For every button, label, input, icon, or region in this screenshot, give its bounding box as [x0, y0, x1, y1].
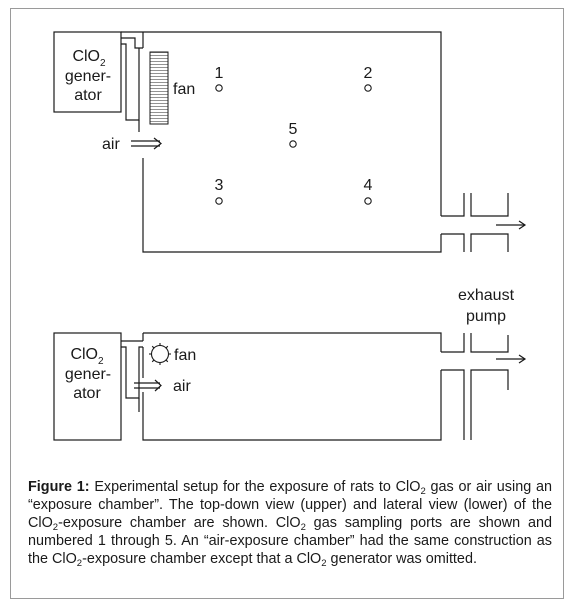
top-generator-label: ClO2 — [72, 48, 106, 69]
side-connector-tube — [121, 340, 143, 399]
port-4-circle-icon — [364, 197, 372, 205]
sampling-port-1: 1 — [215, 65, 224, 92]
top-generator-box — [53, 31, 122, 113]
top-air-arrow-icon — [131, 137, 162, 150]
caption-subscript: 2 — [420, 486, 426, 497]
top-generator-label-3: ator — [74, 87, 102, 104]
port-5-label: 5 — [289, 121, 298, 138]
side-air-arrow-icon — [134, 379, 162, 392]
port-1-label: 1 — [215, 65, 224, 82]
caption-fragment: Experimental setup for the exposure of r… — [89, 479, 421, 495]
caption-label: Figure 1: — [28, 479, 90, 495]
sampling-port-4: 4 — [364, 177, 373, 205]
caption-fragment: gas sampling ports are shown and numbere… — [28, 515, 553, 567]
top-exhaust-arrow-icon — [496, 220, 527, 230]
side-generator-label-2: gener- — [65, 366, 111, 383]
top-fan-label: fan — [173, 81, 195, 98]
top-air-label: air — [102, 136, 120, 153]
side-chamber-outline — [138, 332, 442, 441]
port-3-circle-icon — [215, 197, 223, 205]
caption-fragment: generator was omitted. — [326, 551, 477, 567]
side-generator-label-3: ator — [73, 385, 101, 402]
top-fan-icon — [149, 51, 169, 125]
port-1-circle-icon — [215, 84, 223, 92]
top-view: ClO2 gener- ator fan air 1 2 3 — [53, 31, 527, 253]
caption-fragment: -exposure chamber are shown. ClO — [58, 515, 301, 531]
caption-subscript: 2 — [52, 522, 59, 533]
caption-subscript: 2 — [321, 558, 327, 569]
sampling-port-3: 3 — [215, 177, 224, 205]
top-chamber-outline — [138, 31, 442, 253]
top-connector-tube — [121, 37, 143, 121]
caption-fragment: gas or air using an “exposure chamber”. … — [28, 479, 552, 531]
caption-subscript: 2 — [300, 522, 306, 533]
figure-caption: Figure 1: Experimental setup for the exp… — [28, 478, 552, 568]
side-air-label: air — [173, 378, 191, 395]
sampling-port-5: 5 — [289, 121, 298, 148]
exhaust-pump-label-2: pump — [466, 308, 506, 325]
port-2-label: 2 — [364, 65, 373, 82]
port-5-circle-icon — [289, 140, 297, 148]
top-generator-label-2: gener- — [65, 68, 111, 85]
caption-text: Experimental setup for the exposure of r… — [28, 479, 553, 569]
port-2-circle-icon — [364, 84, 372, 92]
sampling-port-2: 2 — [364, 65, 373, 92]
figure-frame — [10, 8, 564, 599]
setup-diagram: ClO2 gener- ator fan air 1 2 3 — [53, 31, 527, 441]
caption-subscript: 2 — [76, 558, 83, 569]
side-view: ClO2 gener- ator fan air — [53, 287, 527, 441]
side-exhaust-arrow-icon — [496, 354, 527, 364]
exhaust-pump-label: exhaust — [458, 287, 515, 304]
side-fan-icon — [149, 343, 171, 365]
top-exhaust-duct — [441, 193, 509, 252]
side-generator-box — [53, 332, 122, 441]
side-fan-label: fan — [174, 347, 196, 364]
caption-fragment: -exposure chamber except that a ClO — [82, 551, 322, 567]
port-4-label: 4 — [364, 177, 373, 194]
port-3-label: 3 — [215, 177, 224, 194]
side-generator-label: ClO2 — [70, 346, 104, 367]
side-exhaust-duct — [441, 333, 509, 440]
